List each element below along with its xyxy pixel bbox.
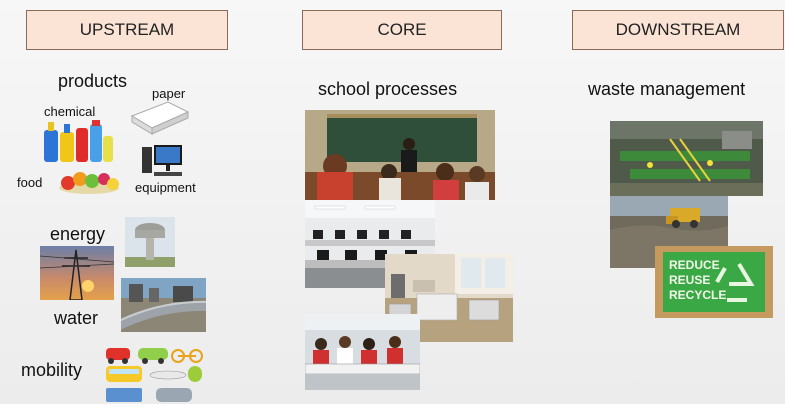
paper-stack-image bbox=[128, 98, 190, 136]
computer-equipment-image bbox=[140, 143, 184, 179]
water-tower-image bbox=[125, 217, 175, 267]
downstream-title: DOWNSTREAM bbox=[615, 20, 741, 39]
sorting-facility-image bbox=[610, 121, 763, 196]
energy-label: energy bbox=[50, 224, 106, 244]
power-pylon-image bbox=[40, 246, 114, 300]
upstream-title: UPSTREAM bbox=[79, 20, 175, 39]
recycle-sign-text: REDUCE REUSE RECYCLE bbox=[669, 258, 726, 303]
recycle-sign-image: REDUCE REUSE RECYCLE bbox=[655, 246, 773, 318]
waste-management-label: waste management bbox=[588, 79, 746, 99]
equipment-label: equipment bbox=[135, 180, 196, 195]
water-label: water bbox=[54, 308, 99, 328]
sign-line-reuse: REUSE bbox=[669, 273, 711, 287]
vehicles-image bbox=[104, 344, 206, 404]
sign-line-recycle: RECYCLE bbox=[669, 288, 727, 302]
core-header: CORE bbox=[302, 10, 502, 50]
school-processes-label: school processes bbox=[318, 79, 458, 99]
core-title: CORE bbox=[377, 20, 427, 39]
downstream-header: DOWNSTREAM bbox=[572, 10, 784, 50]
science-lab-image bbox=[305, 314, 420, 390]
upstream-header: UPSTREAM bbox=[26, 10, 228, 50]
sign-line-reduce: REDUCE bbox=[669, 258, 720, 272]
food-fruits-image bbox=[58, 168, 120, 194]
food-label: food bbox=[17, 175, 43, 190]
chemical-bottles-image bbox=[40, 118, 116, 164]
pipeline-image bbox=[121, 278, 206, 332]
classroom-image bbox=[305, 110, 495, 200]
products-label: products bbox=[58, 71, 128, 91]
mobility-label: mobility bbox=[21, 360, 83, 380]
chemical-label: chemical bbox=[44, 104, 96, 119]
paper-label: paper bbox=[152, 86, 186, 101]
